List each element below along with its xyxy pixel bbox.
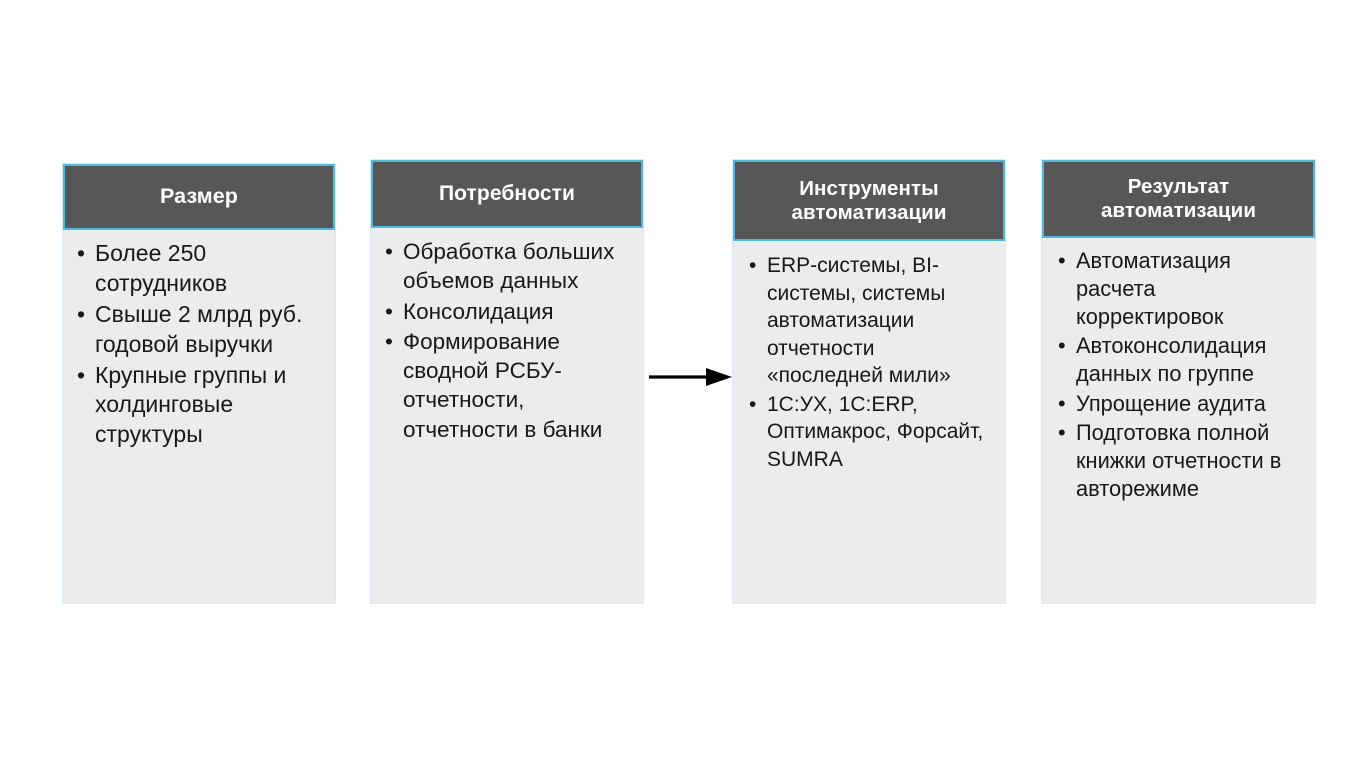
flow-card-automation-result: Результат автоматизации Автоматизация ра… xyxy=(1041,159,1316,604)
list-item: Формирование сводной РСБУ-отчетности, от… xyxy=(383,327,633,444)
list-item: Подготовка полной книжки отчетности в ав… xyxy=(1056,419,1305,503)
list-item: ERP-системы, BI-системы, системы автомат… xyxy=(747,252,995,390)
flow-card-size-header: Размер xyxy=(63,164,335,230)
flow-card-size: Размер Более 250 сотрудников Свыше 2 млр… xyxy=(62,163,336,604)
list-item: Автоконсолидация данных по группе xyxy=(1056,332,1305,388)
list-item: Обработка больших объемов данных xyxy=(383,237,633,296)
list-item: Свыше 2 млрд руб. годовой выручки xyxy=(75,300,325,360)
flow-card-needs-header: Потребности xyxy=(371,160,643,228)
flow-card-needs: Потребности Обработка больших объемов да… xyxy=(370,159,644,604)
flow-card-size-bullet-list: Более 250 сотрудников Свыше 2 млрд руб. … xyxy=(75,239,325,450)
list-item: 1С:УХ, 1С:ERP, Оптимакрос, Форсайт, SUMR… xyxy=(747,391,995,474)
flow-card-automation-tools-header: Инструменты автоматизации xyxy=(733,160,1005,241)
flow-card-automation-result-body: Автоматизация расчета корректировок Авто… xyxy=(1042,238,1315,603)
flow-card-automation-tools-bullet-list: ERP-системы, BI-системы, системы автомат… xyxy=(747,252,995,473)
list-item: Автоматизация расчета корректировок xyxy=(1056,247,1305,331)
flow-card-automation-tools-title: Инструменты автоматизации xyxy=(791,176,947,224)
flow-card-automation-result-title: Результат автоматизации xyxy=(1100,175,1257,222)
flow-card-size-body: Более 250 сотрудников Свыше 2 млрд руб. … xyxy=(63,230,335,603)
flow-card-needs-body: Обработка больших объемов данных Консоли… xyxy=(371,228,643,603)
flow-card-needs-bullet-list: Обработка больших объемов данных Консоли… xyxy=(383,237,633,444)
list-item: Консолидация xyxy=(383,297,633,327)
flow-card-size-title: Размер xyxy=(159,184,239,209)
flow-card-needs-title: Потребности xyxy=(438,181,576,205)
list-item: Более 250 сотрудников xyxy=(75,239,325,299)
flow-card-automation-result-header: Результат автоматизации xyxy=(1042,160,1315,238)
flow-card-automation-result-bullet-list: Автоматизация расчета корректировок Авто… xyxy=(1056,247,1305,503)
list-item: Крупные группы и холдинговые структуры xyxy=(75,361,325,451)
flow-card-automation-tools: Инструменты автоматизации ERP-системы, B… xyxy=(732,159,1006,604)
arrow-right-icon xyxy=(648,362,734,392)
flow-card-automation-tools-body: ERP-системы, BI-системы, системы автомат… xyxy=(733,241,1005,603)
list-item: Упрощение аудита xyxy=(1056,390,1305,418)
